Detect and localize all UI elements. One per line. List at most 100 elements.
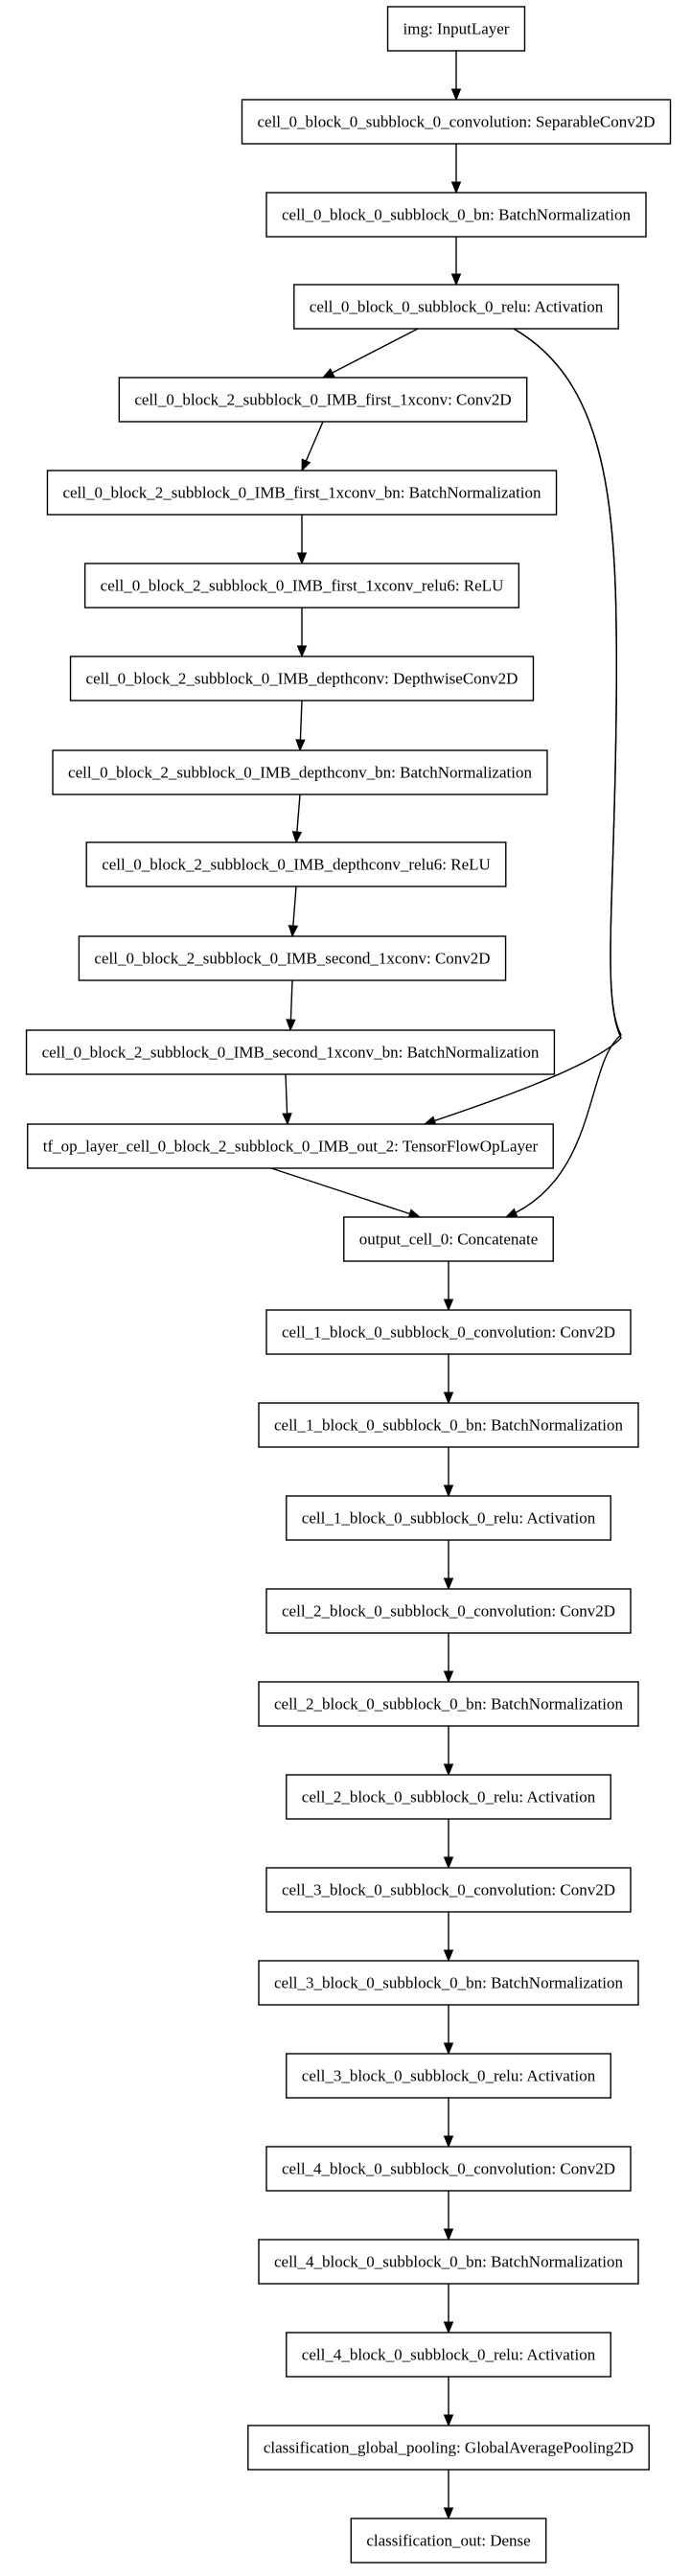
nodes-layer: img: InputLayer cell_0_block_0_subblock_0… [25,6,672,2564]
arrowhead [450,273,462,287]
node-label: cell_2_block_0_subblock_0_convolution: C… [282,1602,615,1621]
arrowhead [504,1208,518,1218]
node-box [83,563,520,609]
node-box [265,1309,632,1355]
node-box [69,656,535,702]
node-label: cell_2_block_0_subblock_0_relu: Activati… [302,1788,596,1806]
node-c2-relu: cell_2_block_0_subblock_0_relu: Activati… [286,1774,611,1820]
edge-imb-second-bn-to-tf-op [282,1073,292,1126]
node-c4-conv: cell_4_block_0_subblock_0_convolution: C… [265,2146,632,2192]
arrowhead [443,2321,454,2334]
edge-c3-conv-to-c3-bn [443,1912,454,1963]
node-box [350,2518,547,2564]
edge-c3-relu-to-c4-conv [443,2098,454,2149]
node-box [265,2146,632,2192]
node-label: cell_0_block_0_subblock_0_convolution: S… [257,113,655,131]
arrowhead [443,2228,454,2242]
node-box [46,470,558,516]
node-label: cell_0_block_2_subblock_0_IMB_second_1xc… [94,950,490,968]
node-img: img: InputLayer [386,6,526,52]
arrowhead [443,2042,454,2056]
edges-layer [270,51,622,2520]
node-box [286,1774,611,1820]
node-box [247,2425,650,2471]
node-box [258,1960,639,2006]
node-c0-bn: cell_0_block_0_subblock_0_bn: BatchNorma… [265,192,647,238]
node-c4-relu: cell_4_block_0_subblock_0_relu: Activati… [286,2332,611,2378]
node-box [258,1402,639,1448]
edge-c4-bn-to-c4-relu [443,2284,454,2334]
edge-c0-conv-to-c0-bn [450,144,462,195]
edge-imb-second-to-imb-second-bn [286,979,296,1032]
edge-c0-relu-to-tf-op [423,328,622,1126]
node-box [25,1029,556,1075]
node-label: cell_1_block_0_subblock_0_convolution: C… [282,1323,615,1342]
node-box [241,99,672,145]
arrowhead [295,739,306,752]
arrowhead [443,1484,454,1498]
edge-imb-first-to-imb-first-bn [301,421,324,472]
arrowhead [296,552,308,565]
edge-c4-relu-to-cls-pool [443,2377,454,2427]
node-box [52,749,548,795]
arrowhead [450,181,462,195]
arrowhead [443,1299,454,1312]
node-label: img: InputLayer [403,20,510,38]
edge-c2-bn-to-c2-relu [443,1726,454,1777]
node-box [286,2053,611,2099]
node-box [286,1495,611,1541]
arrowhead [286,1019,296,1032]
node-label: cell_0_block_2_subblock_0_IMB_first_1xco… [134,391,511,409]
edge-c1-conv-to-c1-bn [443,1354,454,1405]
arrowhead [443,1670,454,1684]
node-label: cell_1_block_0_subblock_0_bn: BatchNorma… [274,1416,624,1435]
node-c2-bn: cell_2_block_0_subblock_0_bn: BatchNorma… [258,1681,639,1727]
node-label: cell_2_block_0_subblock_0_bn: BatchNorma… [274,1695,624,1714]
edge-img-to-c0-conv [450,51,462,102]
node-imb-first-relu6: cell_0_block_2_subblock_0_IMB_first_1xco… [83,563,520,609]
node-label: cell_3_block_0_subblock_0_convolution: C… [282,1881,615,1899]
node-box [78,935,507,981]
node-c3-conv: cell_3_block_0_subblock_0_convolution: C… [265,1867,632,1913]
node-c1-bn: cell_1_block_0_subblock_0_bn: BatchNorma… [258,1402,639,1448]
edge-c0-bn-to-c0-relu [450,237,462,287]
edge-imb-dw-relu6-to-imb-second [288,886,299,938]
edge-out0-to-c1-conv [443,1261,454,1312]
node-box [286,2332,611,2378]
node-label: cell_1_block_0_subblock_0_relu: Activati… [302,1509,596,1528]
edge-line [424,328,622,1125]
arrowhead [282,1113,292,1126]
node-imb-first: cell_0_block_2_subblock_0_IMB_first_1xco… [118,377,528,423]
edge-imb-first-relu6-to-imb-dw [296,608,308,658]
edge-c3-bn-to-c3-relu [443,2005,454,2056]
node-box [265,1867,632,1913]
node-c2-conv: cell_2_block_0_subblock_0_convolution: C… [265,1588,632,1634]
node-label: cell_4_block_0_subblock_0_convolution: C… [282,2160,615,2178]
node-c4-bn: cell_4_block_0_subblock_0_bn: BatchNorma… [258,2239,639,2285]
node-imb-dw-relu6: cell_0_block_2_subblock_0_IMB_depthconv_… [85,841,507,887]
node-imb-dw-bn: cell_0_block_2_subblock_0_IMB_depthconv_… [52,749,548,795]
edge-c2-relu-to-c3-conv [443,1819,454,1870]
node-label: cell_0_block_2_subblock_0_IMB_first_1xco… [101,577,504,595]
edge-line [270,1167,421,1218]
node-label: output_cell_0: Concatenate [359,1230,538,1249]
node-c3-relu: cell_3_block_0_subblock_0_relu: Activati… [286,2053,611,2099]
node-box [258,1681,639,1727]
arrowhead [443,1577,454,1591]
edge-tf-op-to-out0 [270,1167,422,1219]
node-label: cell_0_block_2_subblock_0_IMB_depthconv_… [68,764,532,782]
node-c3-bn: cell_3_block_0_subblock_0_bn: BatchNorma… [258,1960,639,2006]
node-label: cell_0_block_0_subblock_0_bn: BatchNorma… [282,206,632,224]
node-label: cell_0_block_0_subblock_0_relu: Activati… [310,298,604,316]
node-label: tf_op_layer_cell_0_block_2_subblock_0_IM… [43,1138,539,1156]
edge-line [322,328,419,379]
node-imb-second-bn: cell_0_block_2_subblock_0_IMB_second_1xc… [25,1029,556,1075]
arrowhead [450,88,462,102]
node-label: cell_3_block_0_subblock_0_relu: Activati… [302,2067,596,2085]
node-c0-relu: cell_0_block_0_subblock_0_relu: Activati… [293,284,619,330]
arrowhead [443,2507,454,2520]
edge-line [505,328,622,1218]
node-label: classification_out: Dense [366,2532,530,2550]
node-imb-dw: cell_0_block_2_subblock_0_IMB_depthconv:… [69,656,535,702]
